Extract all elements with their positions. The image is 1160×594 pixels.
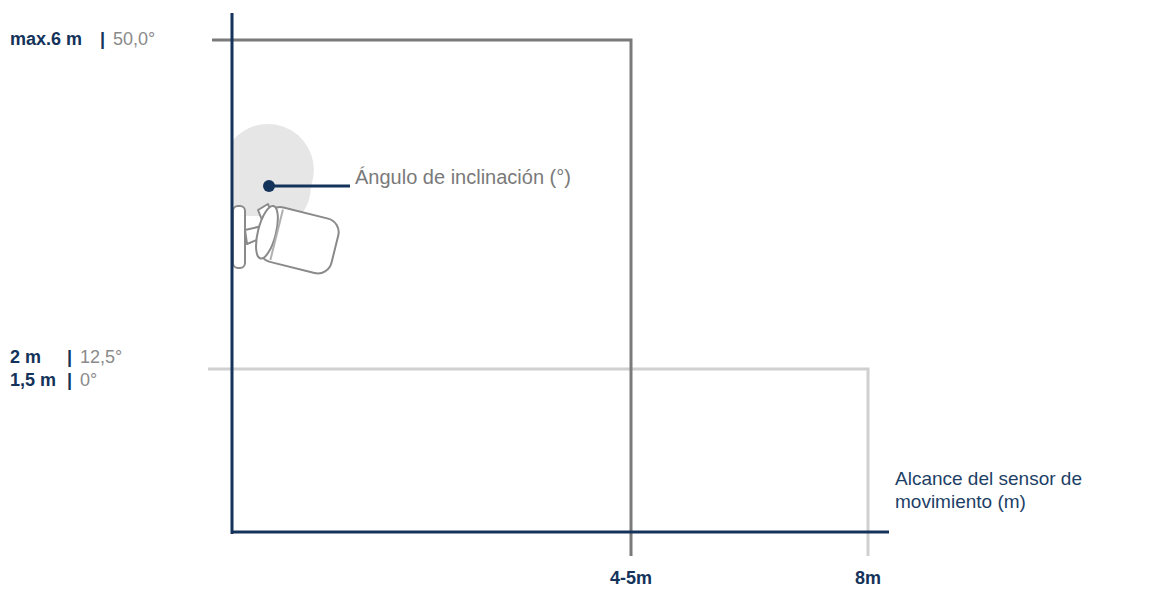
range-value: 8m: [855, 568, 881, 590]
camera-illustration: [233, 203, 342, 276]
separator: |: [67, 347, 72, 369]
axis-title: Ángulo de inclinación (°): [355, 165, 620, 189]
range-value: 4-5m: [610, 568, 652, 590]
y-axis: [231, 13, 234, 534]
separator: |: [100, 29, 105, 51]
height-value: max.6 m: [10, 29, 82, 51]
camera-back: [252, 204, 283, 261]
range-line-near: [212, 40, 631, 556]
angle-value: 12,5°: [80, 347, 122, 369]
height-value: 2 m: [10, 347, 41, 369]
wall-mount: [233, 206, 245, 268]
angle-value: 0°: [80, 370, 97, 392]
x-axis: [231, 531, 889, 534]
camera-seam: [270, 209, 283, 259]
height-value: 1,5 m: [10, 370, 56, 392]
separator: |: [67, 370, 72, 392]
leader-line: [269, 185, 350, 188]
range-line-far: [208, 369, 868, 556]
axis-title: Alcance del sensor de movimiento (m): [895, 468, 1150, 514]
tilt-sector: [233, 124, 314, 186]
angle-value: 50,0°: [113, 29, 155, 51]
